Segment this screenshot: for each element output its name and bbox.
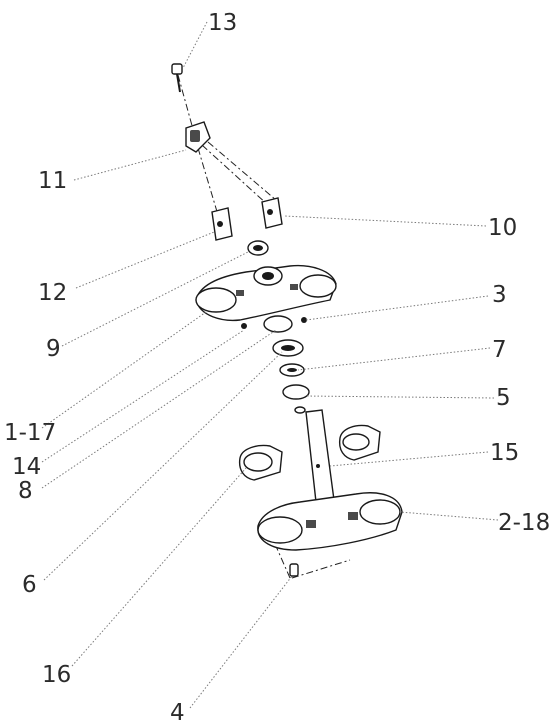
callout-7: 7 xyxy=(492,337,507,363)
bolt-small-2 xyxy=(301,317,307,323)
stem-15 xyxy=(305,409,335,503)
lower-triple-clamp xyxy=(257,492,403,551)
callout-9: 9 xyxy=(46,336,61,362)
callout-1-17: 1-17 xyxy=(4,420,56,446)
clamp-right xyxy=(338,424,381,461)
callout-2-18: 2-18 xyxy=(498,510,550,536)
nut-9 xyxy=(247,240,269,256)
callout-6: 6 xyxy=(22,572,37,598)
callout-3: 3 xyxy=(492,282,507,308)
callout-4: 4 xyxy=(170,700,185,722)
bearing-stack xyxy=(263,315,310,414)
clamp-12 xyxy=(211,207,233,241)
bolt-4 xyxy=(289,563,299,577)
callout-10: 10 xyxy=(488,215,517,241)
callout-12: 12 xyxy=(38,280,67,306)
callout-13: 13 xyxy=(208,10,237,36)
parts-drawing xyxy=(171,63,403,579)
callout-11: 11 xyxy=(38,168,67,194)
clamp-10 xyxy=(261,197,283,229)
bolt-13 xyxy=(171,63,183,93)
callout-15: 15 xyxy=(490,440,519,466)
leader-lines xyxy=(41,21,499,709)
callout-labels: 13 11 10 12 3 9 7 5 1-17 14 15 8 2-18 6 … xyxy=(4,10,550,722)
upper-triple-clamp xyxy=(195,264,337,322)
callout-8: 8 xyxy=(18,478,33,504)
callout-14: 14 xyxy=(12,454,41,480)
callout-16: 16 xyxy=(42,662,71,688)
clamp-16 xyxy=(238,444,283,481)
bolt-small-1 xyxy=(241,323,247,329)
cap-11 xyxy=(185,121,211,153)
callout-5: 5 xyxy=(496,385,511,411)
